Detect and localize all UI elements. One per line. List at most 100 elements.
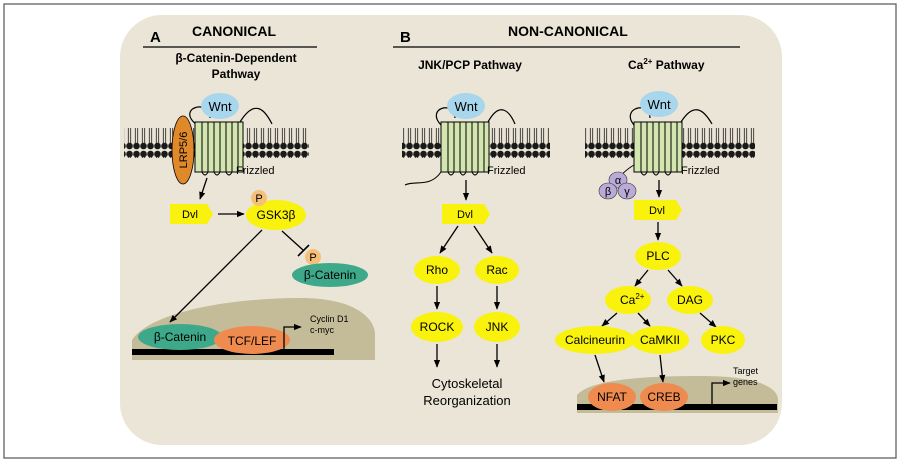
- lrp-coreceptor: [171, 115, 195, 185]
- frizzled-helices-a: [201, 122, 239, 172]
- arrow-ca-to-calcineurin: [601, 312, 618, 327]
- calcium-label: Ca2+: [620, 292, 645, 307]
- gsk3b-label: GSK3β: [257, 208, 296, 222]
- wnt-label-a: Wnt: [208, 99, 232, 114]
- calcium-pathway: Ca2+ Pathway Wnt Frizzled α β γ Dvl PLC: [555, 57, 778, 413]
- rho-node: [414, 256, 460, 284]
- frizzled-loop-right-a: [239, 107, 273, 125]
- arrow-camkii-to-creb: [659, 354, 666, 383]
- nfat-node: [588, 383, 636, 411]
- dvl-label-a: Dvl: [182, 209, 198, 221]
- beta-catenin-nuclear: [138, 324, 222, 350]
- panel-a-canonical: A CANONICAL β-Catenin-Dependent Pathway …: [124, 23, 375, 360]
- tcf-lef-node: [214, 326, 290, 354]
- phospho-gsk: [251, 190, 267, 206]
- target-genes-line2: genes: [733, 377, 758, 387]
- calcium-node: [605, 286, 651, 314]
- frizzled-cytoplasmic-loops-ca: [640, 171, 672, 176]
- outcome-line2: Reorganization: [423, 393, 510, 408]
- wnt-label-ca: Wnt: [647, 97, 671, 112]
- calcineurin-node: [555, 326, 635, 354]
- rock-label: ROCK: [420, 320, 455, 334]
- arrow-dvl-to-rho: [439, 225, 459, 254]
- wnt-label-jnk: Wnt: [454, 99, 478, 114]
- arrow-plc-to-dag: [667, 269, 683, 287]
- rac-node: [475, 256, 519, 284]
- frizzled-receptor-a: [194, 121, 244, 173]
- jnk-title: JNK/PCP Pathway: [418, 58, 522, 72]
- panel-b-letter: B: [400, 29, 411, 46]
- camkii-node: [631, 326, 689, 354]
- panel-a-subtitle-line1: β-Catenin-Dependent: [175, 51, 296, 65]
- panel-b-heading: NON-CANONICAL: [508, 23, 628, 39]
- frizzled-helices-jnk: [447, 122, 485, 172]
- arrow-calcineurin-to-nfat: [594, 354, 605, 383]
- nfat-label: NFAT: [597, 390, 627, 404]
- panel-a-heading: CANONICAL: [192, 23, 276, 39]
- promoter-arrow-b: [711, 379, 731, 404]
- phospho-gsk-label: P: [255, 193, 262, 205]
- frizzled-tail-jnk: [404, 171, 442, 186]
- creb-node: [640, 383, 688, 411]
- g-gamma-label: γ: [624, 186, 630, 198]
- phospho-catenin-label: P: [309, 252, 316, 264]
- beta-catenin-free-label: β-Catenin: [304, 268, 356, 282]
- arrow-plc-to-ca: [634, 269, 649, 287]
- phospho-catenin: [305, 249, 321, 265]
- tcf-lef-label: TCF/LEF: [228, 334, 277, 348]
- dag-label: DAG: [677, 293, 703, 307]
- frizzled-receptor-ca: [633, 121, 683, 173]
- beta-catenin-nuclear-label: β-Catenin: [154, 330, 206, 344]
- inhibit-bar: [297, 244, 310, 257]
- dag-node: [667, 286, 713, 314]
- wnt-ligand-ca: [640, 91, 678, 117]
- rho-label: Rho: [426, 263, 448, 277]
- creb-label: CREB: [647, 390, 680, 404]
- jnk-label: JNK: [486, 320, 509, 334]
- ca-title: Ca2+ Pathway: [628, 57, 705, 72]
- dvl-label-jnk: Dvl: [457, 209, 473, 221]
- frizzled-loop-right-ca: [680, 109, 713, 125]
- promoter-arrow-a: [283, 323, 302, 349]
- dvl-node-jnk: [442, 204, 490, 224]
- target-cyclin-d1: Cyclin D1: [310, 314, 349, 324]
- pkc-label: PKC: [711, 333, 736, 347]
- gsk3b-node: [246, 200, 306, 230]
- lrp-label: LRP5/6: [178, 132, 190, 169]
- calcineurin-label: Calcineurin: [565, 333, 625, 347]
- jnk-node: [474, 312, 520, 342]
- plc-node: [635, 242, 681, 270]
- arrow-dvl-to-rac: [473, 225, 493, 254]
- frizzled-cytoplasmic-loops-jnk: [447, 171, 479, 176]
- inhibit-gsk-to-catenin: [281, 230, 304, 251]
- frizzled-label-jnk: Frizzled: [487, 165, 526, 177]
- wnt-ligand-jnk: [447, 93, 485, 119]
- panel-a-letter: A: [150, 29, 161, 46]
- frizzled-helices-ca: [640, 122, 678, 172]
- panel-b-noncanonical: B NON-CANONICAL: [393, 23, 740, 48]
- arrow-ca-to-camkii: [637, 312, 651, 327]
- beta-catenin-free: [292, 263, 368, 287]
- dvl-node-ca: [634, 200, 682, 220]
- rac-label: Rac: [486, 263, 507, 277]
- frizzled-loop-right-jnk: [487, 109, 516, 125]
- frizzled-receptor-jnk: [440, 121, 490, 173]
- g-gamma-subunit: [617, 182, 637, 200]
- rock-node: [411, 312, 463, 342]
- g-beta-subunit: [598, 182, 618, 200]
- dvl-node-a: [170, 204, 213, 224]
- g-alpha-label: α: [615, 175, 622, 187]
- target-genes-line1: Target: [733, 366, 759, 376]
- dvl-label-ca: Dvl: [649, 205, 665, 217]
- wnt-ligand-a: [201, 93, 239, 119]
- g-beta-label: β: [605, 186, 611, 198]
- panel-a-subtitle-line2: Pathway: [212, 67, 261, 81]
- plc-label: PLC: [646, 249, 670, 263]
- camkii-label: CaMKII: [640, 333, 680, 347]
- frizzled-label-a: Frizzled: [236, 165, 275, 177]
- target-c-myc: c-myc: [310, 325, 334, 335]
- jnk-pcp-pathway: JNK/PCP Pathway Wnt Frizzled Dvl Rho Rac…: [402, 58, 550, 408]
- arrow-dag-to-pkc: [699, 312, 717, 328]
- frizzled-cytoplasmic-loops-a: [201, 171, 233, 176]
